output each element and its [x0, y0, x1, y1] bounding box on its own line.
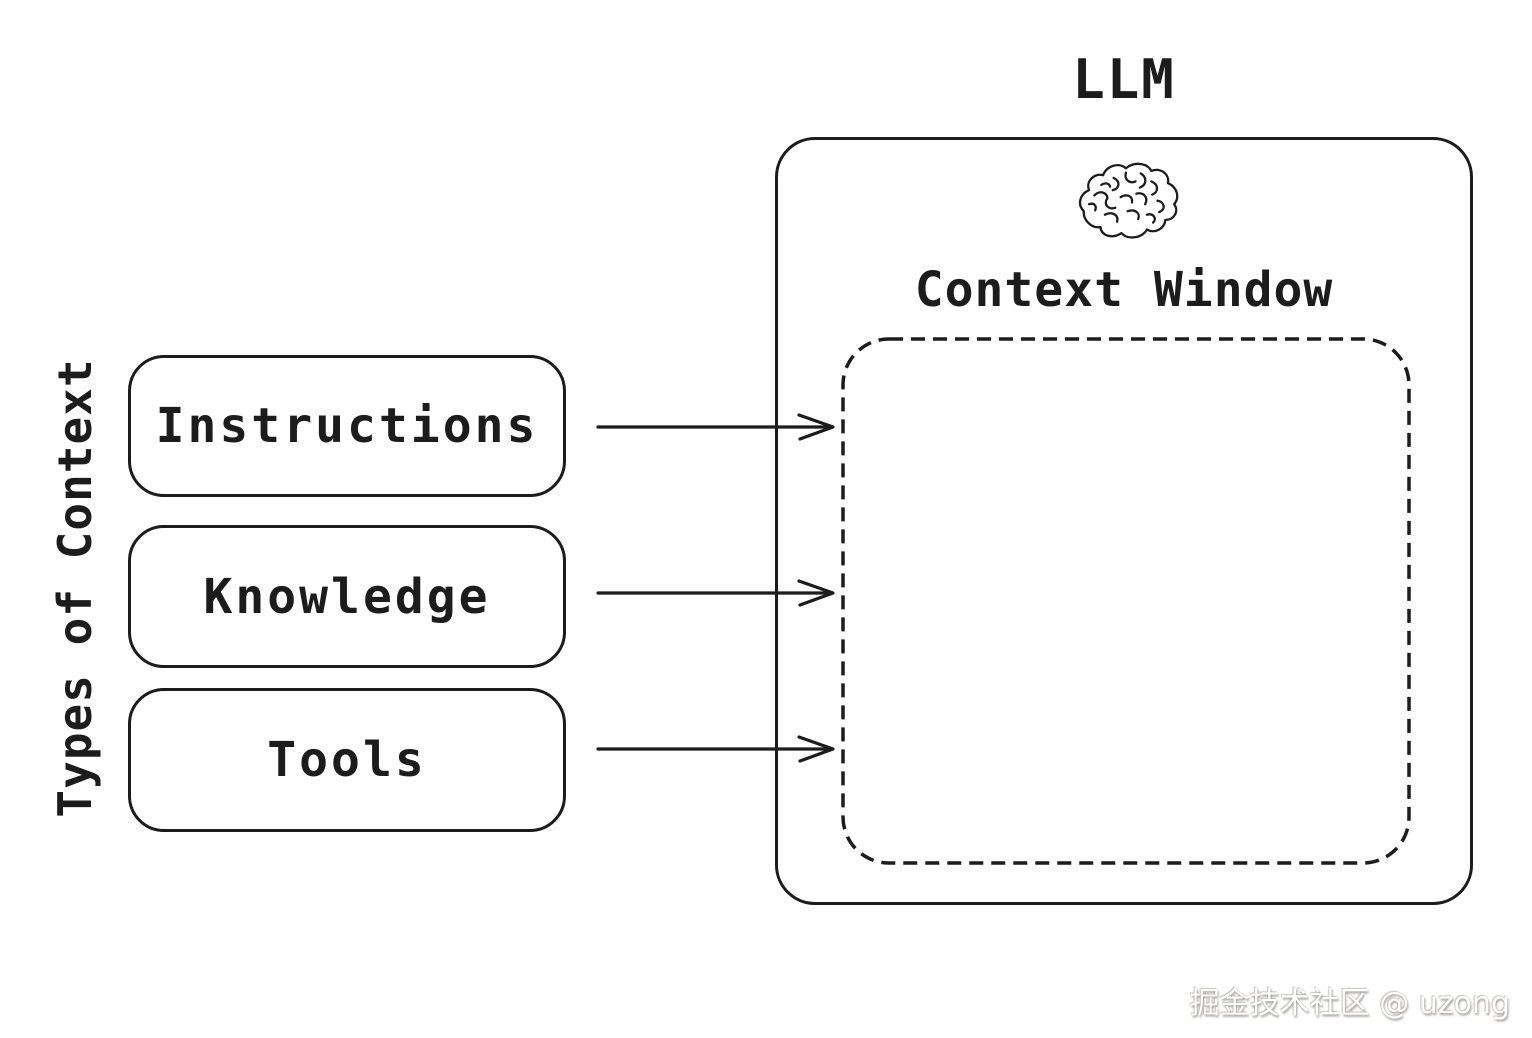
- brain-icon: [1078, 162, 1179, 239]
- context-window-label: Context Window: [914, 262, 1334, 318]
- knowledge-label: Knowledge: [203, 568, 491, 625]
- types-of-context-label: Types of Context: [48, 358, 102, 818]
- llm-box: Context Window: [775, 137, 1473, 905]
- watermark: 掘金技术社区 @ uzong: [1189, 986, 1510, 1021]
- tools-label: Tools: [267, 732, 427, 788]
- instructions-box: Instructions: [128, 355, 566, 497]
- tools-box: Tools: [128, 688, 566, 832]
- instructions-label: Instructions: [155, 398, 539, 454]
- llm-title: LLM: [1072, 48, 1176, 111]
- context-window-box: [841, 337, 1411, 865]
- knowledge-box: Knowledge: [128, 525, 566, 668]
